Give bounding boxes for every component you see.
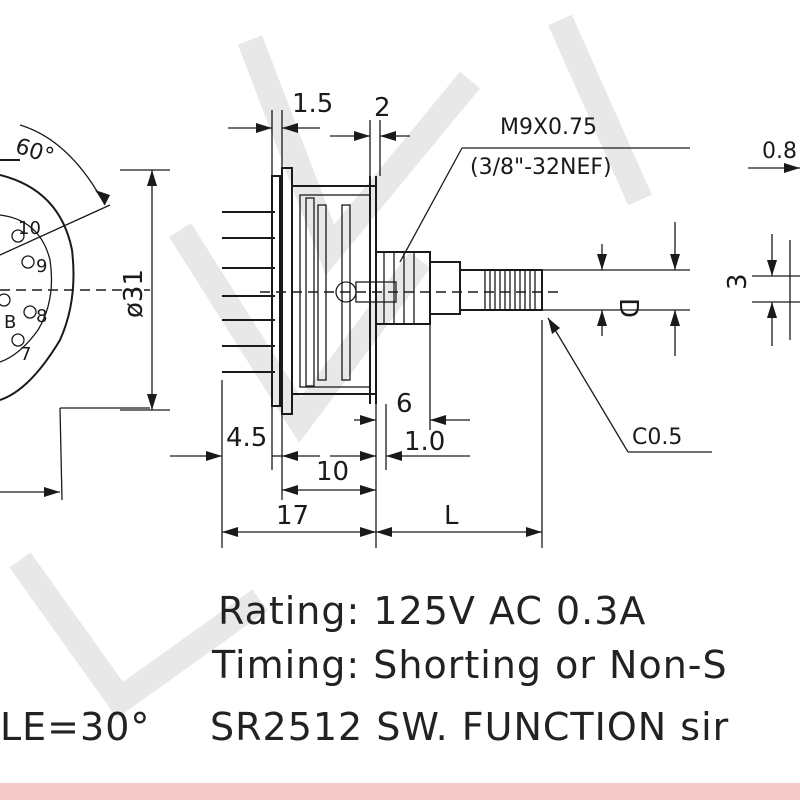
- angle-note: LE=30°: [0, 705, 150, 749]
- pin-label-9: 9: [36, 256, 47, 277]
- timing-note: Timing: Shorting or Non-S: [211, 643, 728, 687]
- pin-label-8: 8: [36, 306, 47, 327]
- shaft-detail: [748, 163, 800, 346]
- dim-10: 10: [316, 457, 349, 487]
- front-view: [0, 124, 170, 501]
- thread-spec-alt: (3/8"-32NEF): [470, 155, 612, 180]
- dim-1-0: 1.0: [404, 427, 445, 457]
- dim-17: 17: [276, 501, 309, 531]
- footer-band: [0, 783, 800, 800]
- pin-label-7: 7: [20, 344, 31, 365]
- dim-6: 6: [396, 389, 413, 419]
- diameter-label: ø31: [119, 269, 149, 318]
- chamfer-label: C0.5: [632, 425, 682, 450]
- pin-label-b: B: [4, 312, 16, 333]
- dim-4-5: 4.5: [226, 423, 267, 453]
- side-view: [170, 110, 712, 548]
- dim-0-8: 0.8: [762, 139, 797, 164]
- dim-l: L: [444, 501, 459, 531]
- function-note: SR2512 SW. FUNCTION sir: [210, 705, 729, 749]
- thread-spec: M9X0.75: [500, 115, 597, 140]
- dim-d: D: [613, 298, 643, 318]
- pin-label-10: 10: [18, 218, 41, 239]
- dim-3: 3: [723, 273, 753, 290]
- dim-2: 2: [374, 93, 391, 123]
- watermark: [9, 14, 652, 719]
- dim-1-5: 1.5: [292, 89, 333, 119]
- rating-note: Rating: 125V AC 0.3A: [218, 589, 646, 633]
